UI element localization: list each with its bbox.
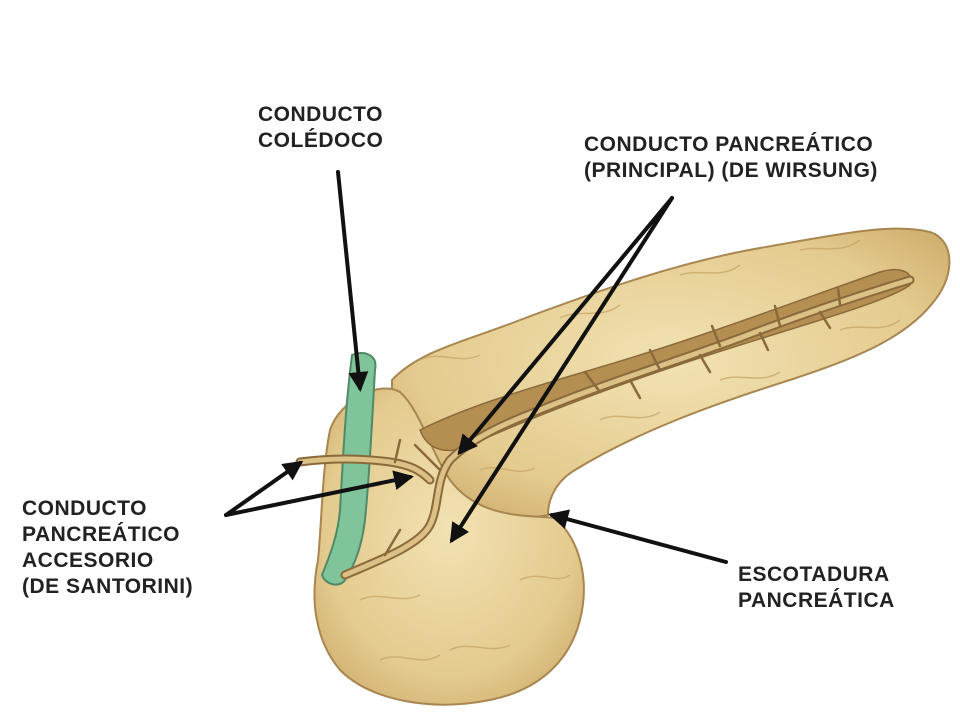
label-santorini-line2: PANCREÁTICO bbox=[22, 523, 180, 546]
label-notch-line2: PANCREÁTICA bbox=[738, 589, 895, 612]
label-choledoch-line1: CONDUCTO bbox=[258, 103, 383, 126]
arrow-wirsung-1 bbox=[457, 196, 674, 456]
label-notch-line1: ESCOTADURA bbox=[738, 563, 890, 586]
lobule-texture bbox=[359, 239, 901, 661]
label-wirsung-line2: (PRINCIPAL) (DE WIRSUNG) bbox=[584, 159, 878, 182]
duct-tributaries bbox=[383, 286, 842, 557]
arrow-wirsung-2 bbox=[449, 196, 674, 544]
bile-duct bbox=[320, 352, 377, 586]
arrow-notch bbox=[548, 509, 728, 564]
arrow-choledoch bbox=[336, 170, 369, 392]
label-pancreatic-notch: ESCOTADURA PANCREÁTICA bbox=[738, 562, 895, 614]
pancreas-body bbox=[391, 227, 951, 525]
label-santorini-line3: ACCESORIO bbox=[22, 549, 154, 572]
label-santorini-line4: (DE SANTORINI) bbox=[22, 575, 194, 598]
pancreas-head bbox=[313, 387, 585, 706]
label-choledoch-duct: CONDUCTO COLÉDOCO bbox=[258, 102, 383, 154]
arrow-santorini-1 bbox=[224, 460, 304, 517]
label-wirsung-duct: CONDUCTO PANCREÁTICO (PRINCIPAL) (DE WIR… bbox=[584, 132, 878, 184]
arrow-santorini-2 bbox=[224, 470, 414, 517]
label-santorini-duct: CONDUCTO PANCREÁTICO ACCESORIO (DE SANTO… bbox=[22, 496, 193, 600]
label-choledoch-line2: COLÉDOCO bbox=[258, 129, 384, 152]
label-wirsung-line1: CONDUCTO PANCREÁTICO bbox=[584, 133, 874, 156]
label-santorini-line1: CONDUCTO bbox=[22, 497, 147, 520]
pointer-arrows bbox=[224, 170, 728, 564]
